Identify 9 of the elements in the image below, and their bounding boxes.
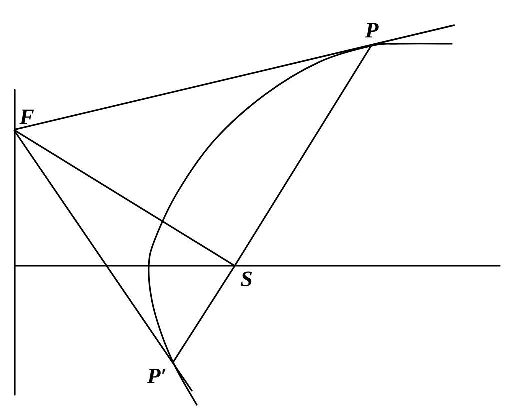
point-label: F — [20, 110, 34, 124]
line — [234, 45, 372, 266]
point-label: P′ — [147, 369, 166, 384]
point-label: P — [365, 23, 379, 38]
line — [172, 266, 236, 363]
line — [14, 130, 193, 392]
line — [14, 24, 456, 131]
point-label: S — [241, 272, 252, 286]
line — [14, 130, 235, 266]
